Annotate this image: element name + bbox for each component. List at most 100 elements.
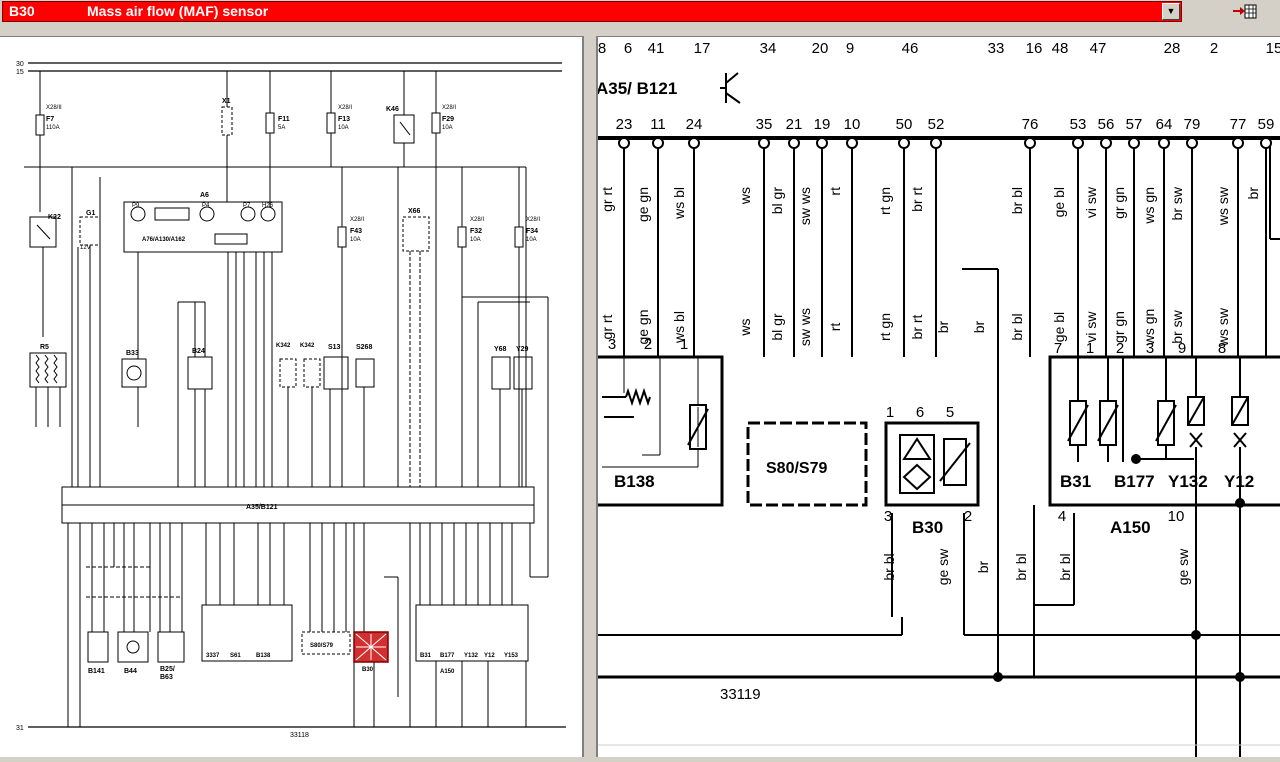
s337-label: 3337 [206,653,220,659]
connector-pin-number: 9 [1178,340,1186,357]
connector-pin-number: 3 [608,336,616,353]
connector-pin-number: 6 [916,404,924,421]
x1-label: X1 [222,98,231,105]
connector-pin-number: 2 [964,508,972,525]
arrow-grid-icon[interactable] [1228,1,1262,22]
wire-color-label: br bl [1013,553,1029,580]
top-connector-number: 20 [812,40,829,57]
f13-sub-label: X28/I [338,105,352,111]
connector-pin-number: 1 [1086,340,1094,357]
wire-color-label: rt [827,323,843,332]
f32-sub-label: X28/I [470,217,484,223]
detail-diagram-panel[interactable]: 8641173420946331648472821523112435211910… [596,36,1280,757]
top-connector-number: 16 [1026,40,1043,57]
wire-color-label: ge gn [635,309,651,344]
top-connector-number: 33 [988,40,1005,57]
top-connector-number: 46 [902,40,919,57]
top-connector-number: 34 [760,40,777,57]
wire-color-label: ge bl [1051,187,1067,217]
pin-terminal [688,137,700,149]
controller-pin-number: 10 [844,116,861,133]
pin-terminal [1186,137,1198,149]
component-dropdown[interactable]: B30 Mass air flow (MAF) sensor ▼ [2,1,1182,22]
top-connector-number: 47 [1090,40,1107,57]
wire-color-label: br [1245,187,1261,200]
overview-b138-label: B138 [256,653,271,659]
overview-wiring-diagram: 30 15 31 33118 X28/II F7 110A F11 5A X28… [16,61,566,739]
k342-label-2: K342 [300,343,315,349]
wire-color-label: br bl [1057,553,1073,580]
controller-pin-number: 23 [616,116,633,133]
connector-pin-number: 1 [886,404,894,421]
f43-sub-label: X28/I [350,217,364,223]
b33-label: B33 [126,350,139,357]
wire-color-label: ws sw [1215,307,1231,347]
top-connector-number: 17 [694,40,711,57]
wire-color-label: sw ws [797,308,813,346]
f32-label: F32 [470,228,482,235]
junction-dot [1131,454,1141,464]
h26-label: H26 [262,203,274,209]
pin-terminal [898,137,910,149]
junction-dot [993,672,1003,682]
junction-dot [1191,630,1201,640]
component-selector-bar: B30 Mass air flow (MAF) sensor ▼ [0,0,1280,24]
wire-color-label: ws [737,187,753,205]
panel-splitter[interactable] [584,24,596,757]
component-code: B30 [9,3,35,19]
b25-label: B25/ [160,666,175,673]
y29-label: Y29 [516,346,529,353]
wire-color-label: vi sw [1083,311,1099,343]
p4-label: P4 [202,203,210,209]
wire-color-label: ge sw [935,548,951,585]
pin-terminal [618,137,630,149]
component-title: Mass air flow (MAF) sensor [87,3,269,19]
transistor-icon [720,72,741,104]
g1-label: G1 [86,210,95,217]
controller-pin-number: 56 [1098,116,1115,133]
y153-label: Y153 [504,653,519,659]
f11-rating-label: 5A [278,125,285,131]
f43-label: F43 [350,228,362,235]
junction-dot [1235,498,1245,508]
y68-label: Y68 [494,346,507,353]
wire-color-label: ge sw [1175,548,1191,585]
s61-label: S61 [230,653,241,659]
b30-highlight[interactable] [353,631,389,663]
pin-terminal [758,137,770,149]
wire-color-label: ge gn [635,187,651,222]
f43-rating-label: 10A [350,237,361,243]
y12-label: Y12 [1224,472,1254,491]
connector-pin-number: 5 [946,404,954,421]
wire-color-label: vi sw [1083,186,1099,218]
pin-terminal [816,137,828,149]
chevron-down-icon[interactable]: ▼ [1162,3,1180,20]
pin-terminal [930,137,942,149]
f32-rating-label: 10A [470,237,481,243]
wire-color-label: br rt [909,187,925,212]
bus-label-31: 31 [16,725,24,732]
a6-label: A6 [200,192,209,199]
overview-drawing-number: 33118 [290,732,309,739]
wire-color-label: ws bl [671,187,687,220]
wire-color-label: sw ws [797,187,813,225]
overview-diagram-panel[interactable]: 30 15 31 33118 X28/II F7 110A F11 5A X28… [0,36,584,757]
controller-pin-number: 35 [756,116,773,133]
x66-label: X66 [408,208,421,215]
b63-label: B63 [160,674,173,681]
p9-label: P9 [132,203,140,209]
top-connector-number: 15 [1266,40,1280,57]
a150-label: A150 [1110,518,1151,537]
overview-y132-label: Y132 [464,653,479,659]
wire-color-label: ws gn [1141,309,1157,347]
overview-y12-label: Y12 [484,653,495,659]
pin-terminal [652,137,664,149]
pin-terminal [1128,137,1140,149]
top-connector-number: 8 [598,40,606,57]
wire-color-label: ws gn [1141,187,1157,225]
k22-label: K22 [48,214,61,221]
wire-color-label: br [975,560,991,573]
b177-label: B177 [1114,472,1155,491]
bus-label-30: 30 [16,61,24,68]
f13-rating-label: 10A [338,125,349,131]
